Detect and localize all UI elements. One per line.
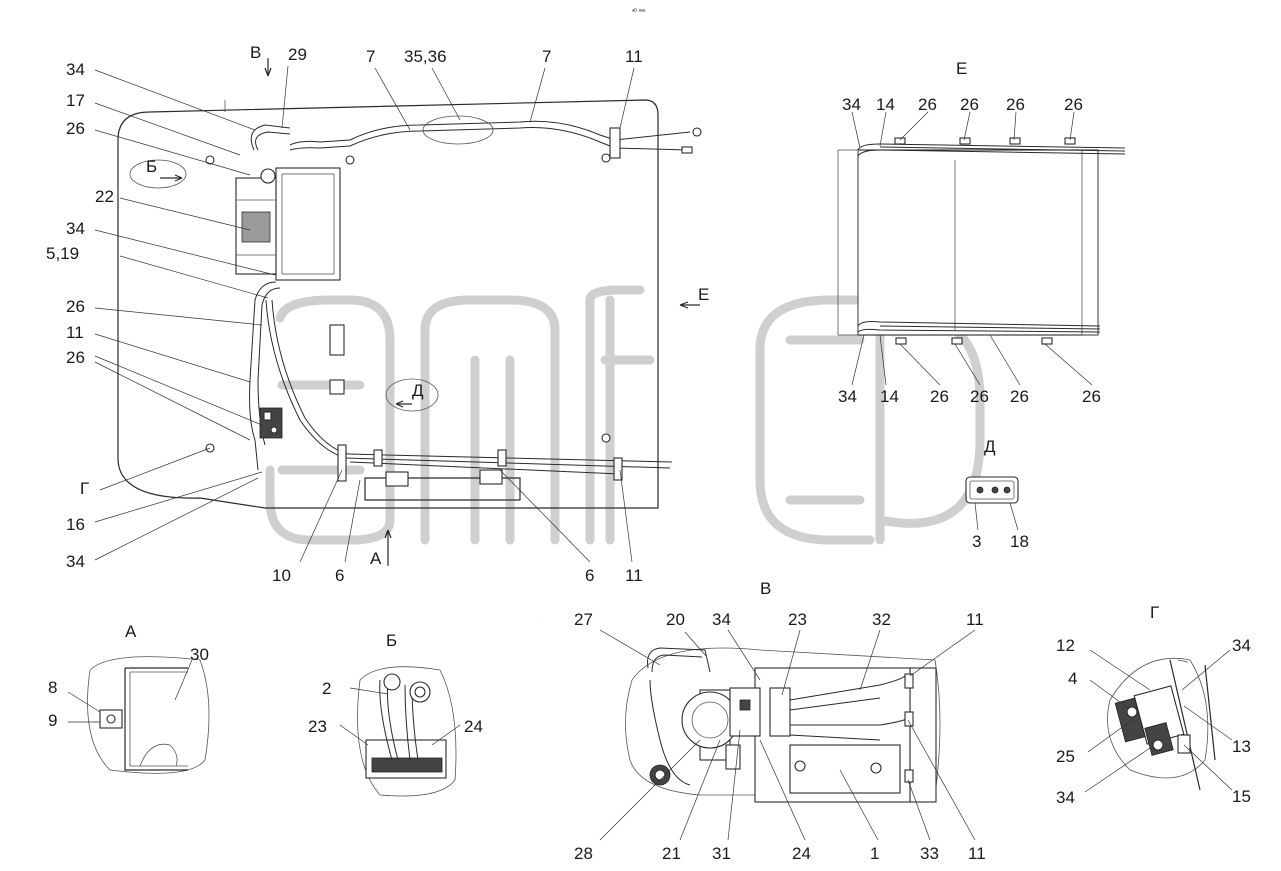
view-v-bottom-label-4: 24 [792, 844, 811, 863]
watermark-brand: эпср [540, 619, 543, 621]
view-v-bottom-label-7: 11 [968, 844, 986, 863]
view-b-title: Б [386, 631, 397, 650]
view-g-title: Г [1150, 603, 1159, 622]
watermark-logo: TM [265, 285, 985, 545]
view-v-top-label-3: 34 [712, 610, 731, 629]
view-b: Б 2 23 24 [308, 631, 483, 797]
view-g-label-5: 34 [1056, 788, 1075, 807]
main-view: В 29 7 35,36 7 11 34 17 26 Б 22 34 5,19 … [46, 43, 709, 585]
label-17: 17 [66, 91, 85, 110]
view-e-top-label-1: 34 [842, 95, 861, 114]
label-6b: 6 [585, 566, 594, 585]
label-10: 10 [272, 566, 291, 585]
label-26c: 26 [66, 348, 85, 367]
view-a-label-2: 8 [48, 678, 57, 697]
label-34b: 34 [66, 219, 85, 238]
label-11-left: 11 [66, 323, 84, 342]
view-e-top-label-2: 14 [876, 95, 895, 114]
view-g-label-4: 25 [1056, 747, 1075, 766]
view-e-bottom-label-3: 26 [930, 387, 949, 406]
platform-outline [117, 99, 659, 509]
view-d-label-1: 3 [972, 532, 981, 551]
label-5-19: 5,19 [46, 244, 79, 263]
label-11-bottom: 11 [625, 566, 643, 585]
valve-block [259, 407, 283, 439]
view-e-bottom-label-2: 14 [880, 387, 899, 406]
view-e-title: Е [956, 59, 967, 78]
heater-unit [235, 167, 341, 281]
view-a-title: А [125, 622, 137, 641]
view-v-top-label-5: 32 [872, 610, 891, 629]
label-16: 16 [66, 515, 85, 534]
label-6a: 6 [335, 566, 344, 585]
view-v-title: В [760, 579, 771, 598]
label-29: 29 [288, 45, 307, 64]
view-e-frame [857, 149, 1099, 336]
view-a-label-1: 30 [190, 645, 209, 664]
view-e-top-label-6: 26 [1064, 95, 1083, 114]
view-b-label-2: 23 [308, 717, 327, 736]
view-e-top-label-5: 26 [1006, 95, 1025, 114]
view-d: Д 3 18 [965, 437, 1029, 551]
view-e-bottom-label-5: 26 [1010, 387, 1029, 406]
view-b-label-3: 24 [464, 717, 483, 736]
view-v-bottom-label-2: 21 [662, 844, 681, 863]
label-view-g-mark: Г [80, 479, 89, 498]
view-d-title: Д [984, 437, 996, 456]
view-v-bottom-label-1: 28 [574, 844, 593, 863]
main-leader-lines [94, 65, 635, 563]
view-v-bottom-label-6: 33 [920, 844, 939, 863]
label-view-e-arrow: Е [698, 285, 709, 304]
view-e-bottom-label-6: 26 [1082, 387, 1101, 406]
view-e-top-label-3: 26 [918, 95, 937, 114]
view-g-label-1: 12 [1056, 636, 1075, 655]
view-e-bottom-label-4: 26 [970, 387, 989, 406]
label-view-a-arrow: А [370, 549, 382, 568]
view-a-label-3: 9 [48, 711, 57, 730]
label-view-d-mark: Д [412, 381, 424, 400]
view-g-label-3: 4 [1068, 669, 1077, 688]
label-34a: 34 [66, 60, 85, 79]
view-v-top-label-1: 27 [574, 610, 593, 629]
view-g-label-6: 13 [1232, 737, 1251, 756]
view-e-bottom-label-1: 34 [838, 387, 857, 406]
view-v-top-label-4: 23 [788, 610, 807, 629]
label-22: 22 [95, 187, 114, 206]
label-26b: 26 [66, 297, 85, 316]
view-b-label-1: 2 [322, 679, 331, 698]
label-view-v-arrow: В [250, 43, 261, 62]
label-11-top: 11 [625, 47, 643, 66]
view-e-top-label-4: 26 [960, 95, 979, 114]
view-g-label-7: 15 [1232, 787, 1251, 806]
view-a: А 30 8 9 [48, 622, 210, 774]
label-view-b-arrow: Б [146, 157, 157, 176]
label-26a: 26 [66, 119, 85, 138]
view-v-bottom-label-3: 31 [712, 844, 731, 863]
header-caption: ᵃᴰ ᵃᵃᵃ [632, 8, 646, 15]
view-g-label-2: 34 [1232, 636, 1251, 655]
view-v-top-label-6: 11 [966, 610, 984, 629]
view-v-top-label-2: 20 [666, 610, 685, 629]
view-g: Г 12 34 4 25 34 13 15 [1056, 603, 1251, 807]
label-35-36: 35,36 [404, 47, 447, 66]
label-34c: 34 [66, 552, 85, 571]
label-7a: 7 [366, 47, 375, 66]
view-v: В [574, 579, 986, 863]
view-v-bottom-label-5: 1 [870, 844, 879, 863]
view-e: Е 34 14 26 26 2 [837, 59, 1126, 406]
view-d-label-2: 18 [1010, 532, 1029, 551]
label-7b: 7 [542, 47, 551, 66]
